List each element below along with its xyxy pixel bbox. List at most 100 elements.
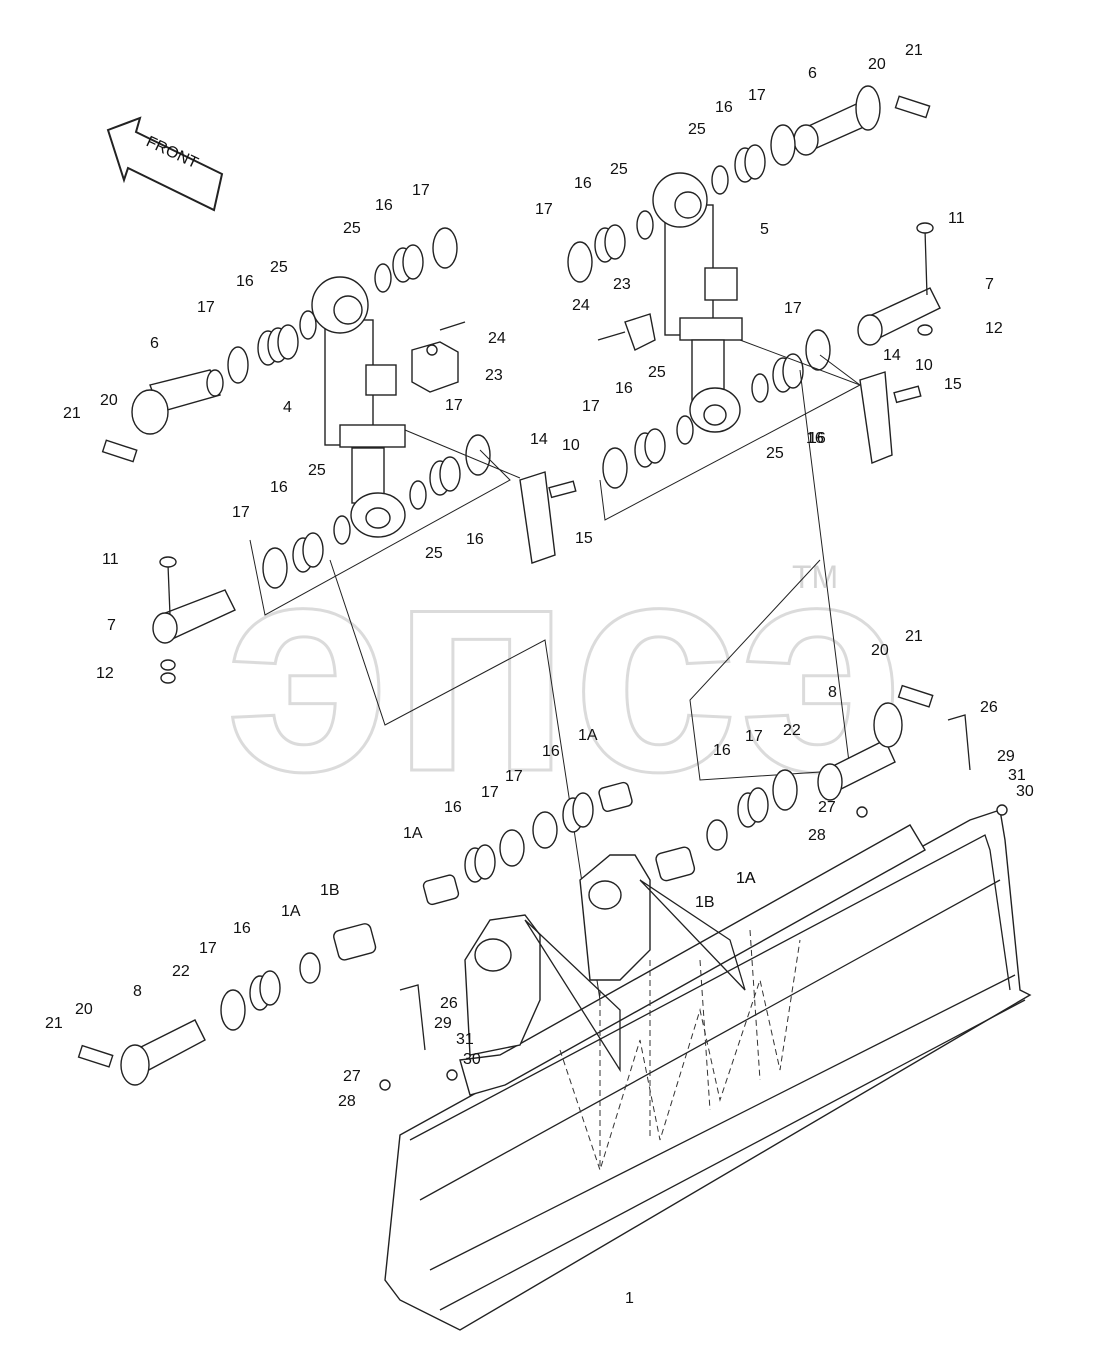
callout-6: 6 xyxy=(150,335,159,352)
callout-22: 22 xyxy=(783,722,801,739)
callout-17: 17 xyxy=(535,201,553,218)
watermark-tm: TM xyxy=(792,559,838,595)
cylinder-right xyxy=(652,172,743,433)
callout-17: 17 xyxy=(505,768,523,785)
callout-20: 20 xyxy=(100,392,118,409)
pin-6-left xyxy=(101,369,224,463)
callout-25: 25 xyxy=(425,545,443,562)
callout-16: 16 xyxy=(270,479,288,496)
callout-26: 26 xyxy=(980,699,998,716)
callout-12: 12 xyxy=(985,320,1003,337)
pin-8-right xyxy=(817,684,934,801)
block-23-right xyxy=(597,313,656,351)
callout-28: 28 xyxy=(808,827,826,844)
callout-15: 15 xyxy=(575,530,593,547)
callout-17: 17 xyxy=(199,940,217,957)
callout-29: 29 xyxy=(997,748,1015,765)
washers-right-lower xyxy=(602,329,831,489)
pin-6-right xyxy=(793,85,931,156)
callout-15: 15 xyxy=(944,376,962,393)
callout-26: 26 xyxy=(440,995,458,1012)
callout-31: 31 xyxy=(456,1031,474,1048)
callout-8: 8 xyxy=(133,983,142,1000)
callout-25: 25 xyxy=(308,462,326,479)
callout-20: 20 xyxy=(75,1001,93,1018)
front-arrow: FRONT xyxy=(106,116,224,212)
callout-21: 21 xyxy=(905,42,923,59)
callout-25: 25 xyxy=(343,220,361,237)
callout-24: 24 xyxy=(572,297,590,314)
callout-1: 1 xyxy=(625,1290,634,1307)
callout-17: 17 xyxy=(582,398,600,415)
callout-21: 21 xyxy=(45,1015,63,1032)
cylinder-left xyxy=(311,276,406,538)
callout-20: 20 xyxy=(868,56,886,73)
block-23-left xyxy=(411,321,466,393)
callout-24: 24 xyxy=(488,330,506,347)
callout-5: 5 xyxy=(760,221,769,238)
callout-10: 10 xyxy=(562,437,580,454)
callout-16: 16 xyxy=(715,99,733,116)
callout-1a: 1A xyxy=(578,727,598,744)
callout-25: 25 xyxy=(270,259,288,276)
plate-14-left xyxy=(519,471,556,564)
callout-20: 20 xyxy=(871,642,889,659)
bushings-center xyxy=(422,769,798,906)
callout-1a: 1A xyxy=(403,825,423,842)
washers-right-upper xyxy=(567,124,796,283)
callout-10: 10 xyxy=(915,357,933,374)
plate-10-right xyxy=(893,385,922,404)
callout-25: 25 xyxy=(688,121,706,138)
watermark: эпсэ TM xyxy=(224,497,906,836)
callout-17: 17 xyxy=(197,299,215,316)
callout-29: 29 xyxy=(434,1015,452,1032)
pin-8-left xyxy=(77,923,377,1086)
callout-21: 21 xyxy=(63,405,81,422)
callout-16: 16 xyxy=(542,743,560,760)
callout-17: 17 xyxy=(412,182,430,199)
callout-17: 17 xyxy=(748,87,766,104)
callout-1a: 1A xyxy=(281,903,301,920)
washers-left-upper xyxy=(227,227,458,384)
callout-25: 25 xyxy=(766,445,784,462)
callout-12: 12 xyxy=(96,665,114,682)
callout-11: 11 xyxy=(102,551,119,568)
callout-16: 16 xyxy=(615,380,633,397)
watermark-text: эпсэ xyxy=(225,498,904,834)
callout-23: 23 xyxy=(485,367,503,384)
plate-14-right xyxy=(859,371,893,464)
callout-4: 4 xyxy=(283,399,292,416)
callout-31: 31 xyxy=(1008,767,1026,784)
brackets-26 xyxy=(379,714,1008,1091)
callout-1a: 1A xyxy=(736,870,756,887)
callout-14: 14 xyxy=(530,431,548,448)
callout-17: 17 xyxy=(745,728,763,745)
blade-frame xyxy=(459,824,926,1172)
callout-16: 16 xyxy=(808,430,826,447)
callout-30: 30 xyxy=(463,1051,481,1068)
washers-left-lower xyxy=(262,434,491,589)
callout-1b: 1B xyxy=(320,882,340,899)
callout-27: 27 xyxy=(343,1068,361,1085)
callout-25: 25 xyxy=(648,364,666,381)
pin-7-left xyxy=(152,556,236,684)
callout-28: 28 xyxy=(338,1093,356,1110)
callout-16: 16 xyxy=(713,742,731,759)
callout-16: 16 xyxy=(444,799,462,816)
callout-6: 6 xyxy=(808,65,817,82)
callout-14: 14 xyxy=(883,347,901,364)
callout-7: 7 xyxy=(985,276,994,293)
callout-30: 30 xyxy=(1016,783,1034,800)
callout-7: 7 xyxy=(107,617,116,634)
plate-10-left xyxy=(548,480,577,499)
callout-27: 27 xyxy=(818,799,836,816)
callout-11: 11 xyxy=(948,210,965,227)
callout-16: 16 xyxy=(806,430,824,447)
callout-1a: 1A xyxy=(736,870,756,887)
callout-8: 8 xyxy=(828,684,837,701)
callout-21: 21 xyxy=(905,628,923,645)
callout-17: 17 xyxy=(784,300,802,317)
callout-16: 16 xyxy=(574,175,592,192)
